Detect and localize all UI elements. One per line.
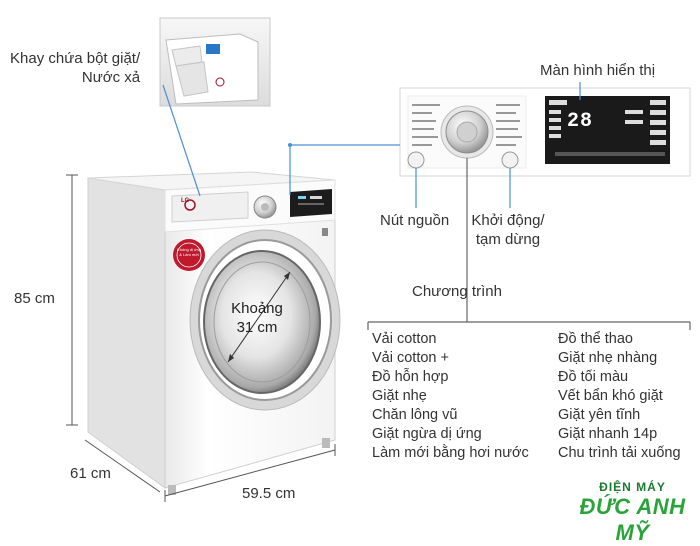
program-item: Làm mới bằng hơi nước: [372, 445, 529, 461]
program-item: Vải cotton: [372, 331, 437, 347]
detergent-tray-label: Khay chứa bột giặt/ Nước xả: [10, 50, 140, 88]
programs-list-right: Đồ thể thao Giặt nhẹ nhàng Đồ tối màu Vế…: [558, 330, 681, 463]
width-dimension: 59.5 cm: [242, 485, 296, 502]
detergent-tray-label-line1: Khay chứa bột giặt/: [10, 50, 141, 67]
program-item: Vết bẩn khó giặt: [558, 388, 663, 404]
washing-machine: [87, 171, 341, 495]
start-pause-label: Khởi động/ tạm dừng: [468, 212, 548, 250]
programs-title: Chương trình: [412, 283, 502, 300]
program-item: Chăn lông vũ: [372, 407, 458, 423]
display-label: Màn hình hiển thị: [540, 62, 656, 79]
program-item: Đồ tối màu: [558, 369, 629, 385]
programs-list-left: Vải cotton Vải cotton + Đồ hỗn hợp Giặt …: [372, 330, 529, 463]
program-item: Giặt nhanh 14p: [558, 426, 658, 442]
store-logo-top: ĐIỆN MÁY: [599, 480, 666, 494]
machine-badge: Chống dị ứng & Làm mới: [176, 247, 202, 257]
dimension-lines: [66, 174, 336, 502]
machine-brand: LG: [181, 198, 190, 204]
depth-dimension: 61 cm: [70, 465, 111, 482]
drum-size-label: Khoảng 31 cm: [222, 300, 292, 338]
product-illustration: [66, 17, 691, 502]
drum-size-label-line2: 31 cm: [236, 318, 278, 336]
detergent-tray-label-line2: Nước xả: [81, 68, 141, 86]
start-pause-label-line1: Khởi động/: [471, 212, 545, 229]
power-button-label: Nút nguồn: [380, 212, 450, 229]
detergent-tray-inset: [159, 17, 271, 107]
program-item: Giặt yên tĩnh: [558, 407, 641, 423]
program-item: Giặt ngừa dị ứng: [372, 426, 482, 442]
program-item: Giặt nhẹ: [372, 388, 427, 404]
drum-size-label-line1: Khoảng: [231, 300, 283, 317]
store-logo: ĐIỆN MÁY ĐỨC ANH MỸ: [570, 480, 695, 546]
callout-lines: [162, 82, 691, 330]
program-item: Đồ thể thao: [558, 331, 633, 347]
height-dimension: 85 cm: [14, 290, 55, 307]
program-item: Đồ hỗn hợp: [372, 369, 449, 385]
display-value: 28: [567, 110, 594, 133]
start-pause-label-line2: tạm dừng: [475, 230, 541, 248]
control-panel-inset: [399, 87, 691, 177]
program-item: Chu trình tải xuống: [558, 445, 681, 461]
store-logo-main: ĐỨC ANH MỸ: [579, 494, 686, 545]
program-item: Giặt nhẹ nhàng: [558, 350, 658, 366]
program-item: Vải cotton +: [372, 350, 449, 366]
